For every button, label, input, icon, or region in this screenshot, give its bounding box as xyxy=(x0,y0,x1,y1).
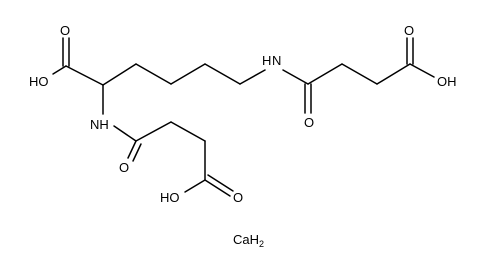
bond-amide1-c-ch2 xyxy=(135,121,172,142)
counterion-formula: CaH2 xyxy=(233,232,264,249)
bond-calpha-cb xyxy=(102,63,137,86)
atom-o-cooh3-carbonyl: O xyxy=(404,23,414,38)
bond-succ2-ch2-cooh xyxy=(376,63,411,85)
bond-succ2-ch2-ch2 xyxy=(341,63,378,85)
atom-o-cooh2-carbonyl: O xyxy=(233,190,243,205)
atom-oh-cooh2: HO xyxy=(160,190,180,205)
bond-cooh1-c-oh xyxy=(52,65,67,75)
bond-n-epsilon-c-amide xyxy=(282,69,309,85)
bonds xyxy=(52,37,435,197)
bond-cg-cd xyxy=(170,63,206,85)
bond-cd-ce xyxy=(204,63,241,85)
bond-ce-n-epsilon xyxy=(239,69,266,85)
atom-oh-cooh1: HO xyxy=(29,74,49,89)
bond-succ1-ch2-ch2 xyxy=(170,121,206,142)
bond-cooh3-c-oh xyxy=(409,63,435,78)
counterion-subscript: 2 xyxy=(259,239,264,249)
bond-amide2-c-ch2 xyxy=(307,63,343,85)
bond-n-alpha-c-amide xyxy=(113,125,137,142)
atom-h-epsilon: H xyxy=(262,53,271,68)
atom-n-epsilon: N xyxy=(272,53,281,68)
bond-cooh2-c-oh xyxy=(184,179,206,193)
atom-o-amide1: O xyxy=(119,160,129,175)
atom-nh-alpha: NH xyxy=(90,117,109,132)
atom-labels: O HO NH O HO O H N O O OH xyxy=(29,23,457,205)
atom-o-amide2: O xyxy=(304,115,314,130)
bond-cooh2-c-o-a xyxy=(204,179,231,197)
atom-oh-cooh3: OH xyxy=(437,74,457,89)
atom-o-cooh1-carbonyl: O xyxy=(60,23,70,38)
counterion-element: CaH xyxy=(233,232,259,247)
bond-cooh1-c-calpha xyxy=(65,65,104,86)
bond-amide1-c-o-a xyxy=(127,140,137,159)
bond-cooh2-c-o-b xyxy=(207,174,234,192)
bond-amide1-c-o-b xyxy=(132,143,142,162)
bond-cb-cg xyxy=(135,63,172,85)
